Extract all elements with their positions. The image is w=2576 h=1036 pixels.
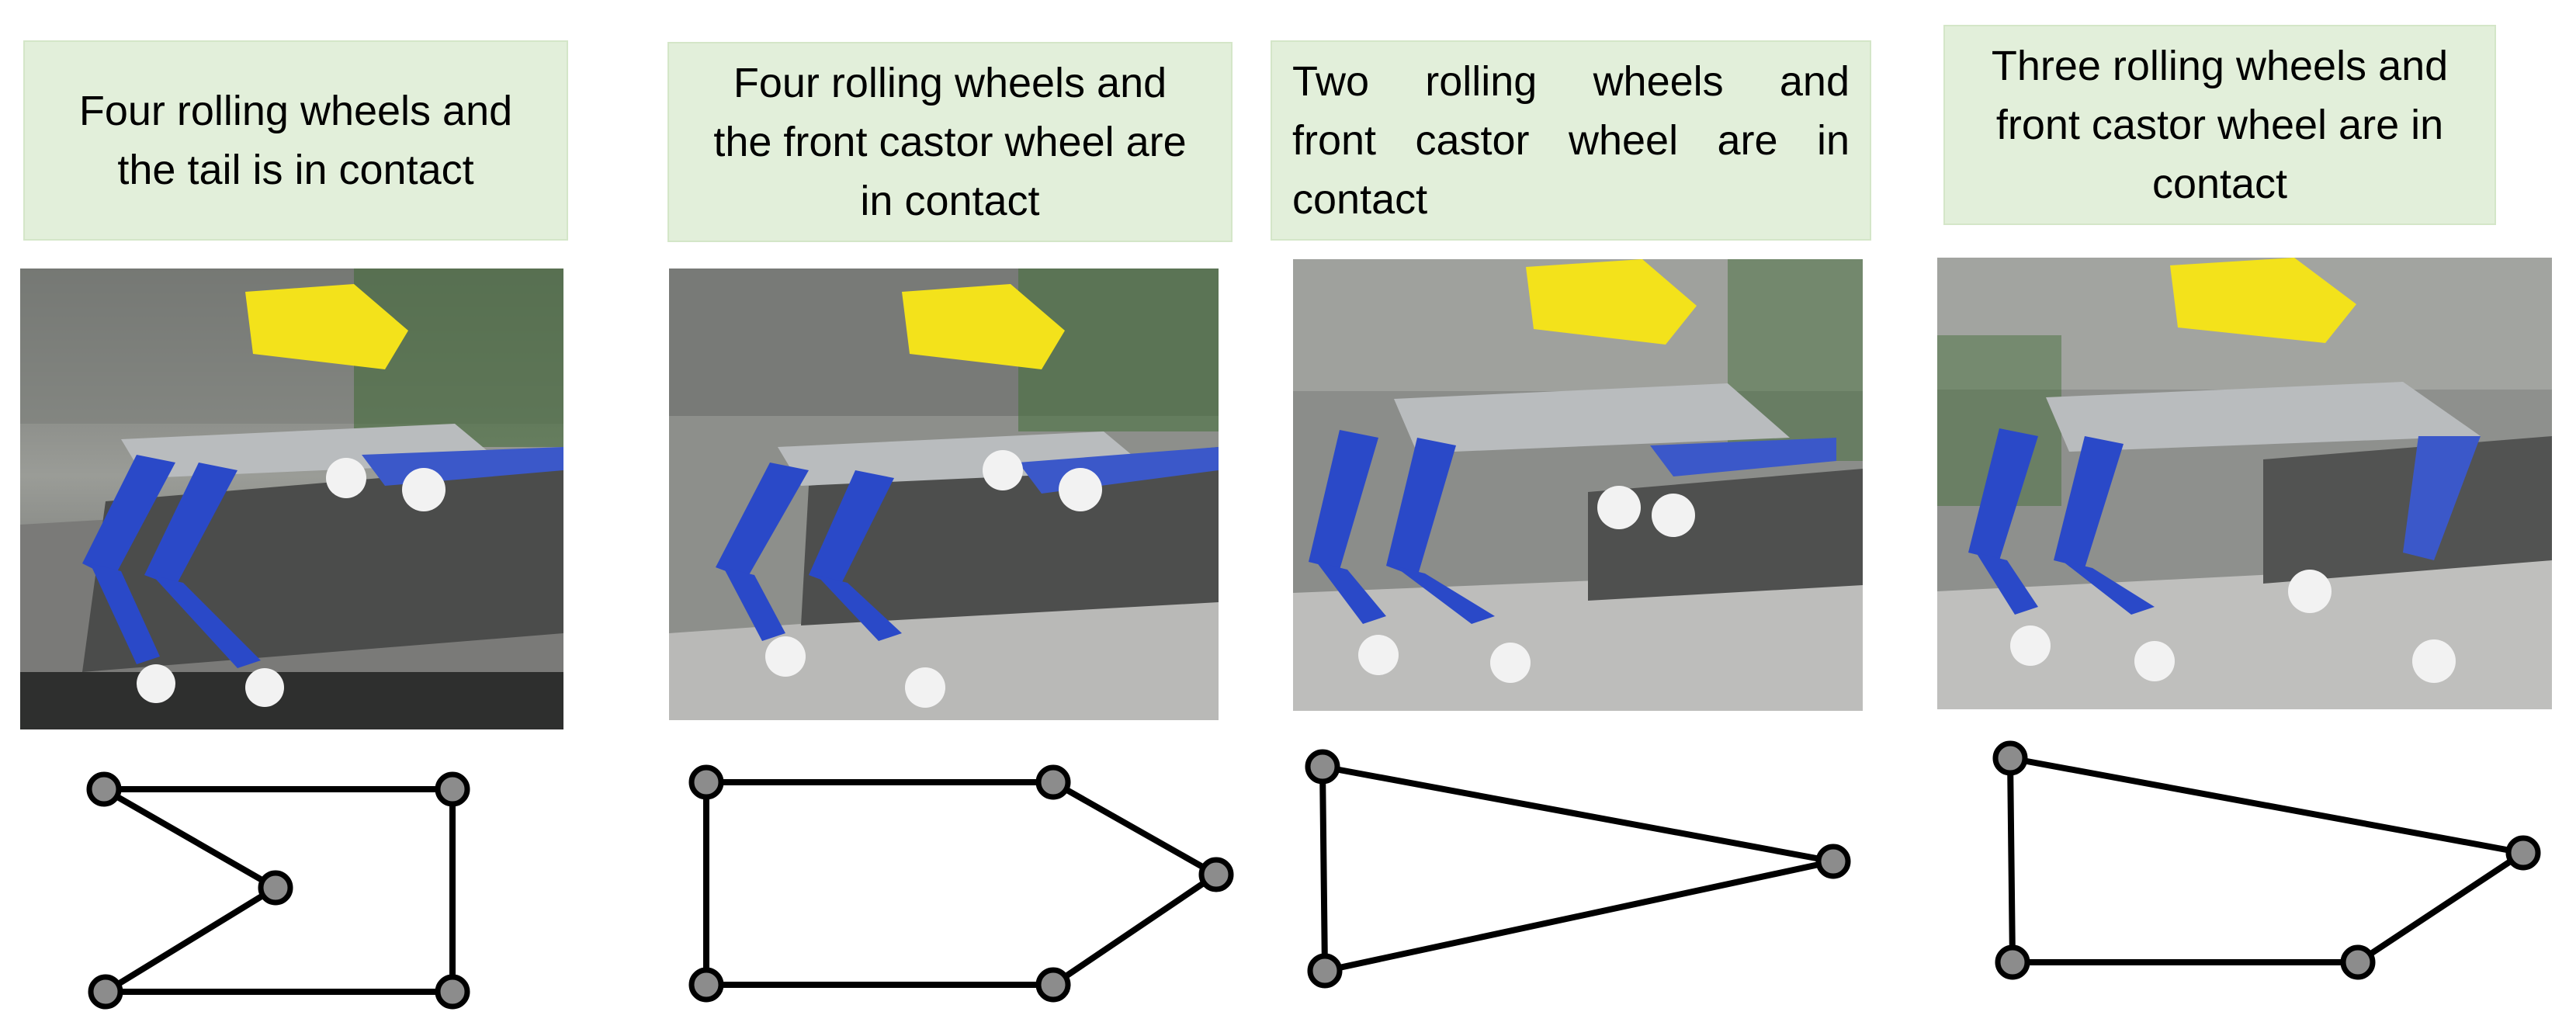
contact-point: [86, 771, 122, 807]
caption-line: in contact: [860, 178, 1040, 224]
contact-point: [435, 771, 470, 807]
caption-line: Three rolling wheels and: [1991, 43, 2449, 89]
robot-photo-panel-2: [669, 269, 1219, 720]
caption-word: are: [1717, 117, 1778, 164]
contact-point: [1035, 764, 1071, 800]
caption-word: in: [1816, 117, 1850, 164]
caption-word: wheel: [1568, 117, 1679, 164]
caption-panel-2: Four rolling wheels and the front castor…: [667, 42, 1233, 242]
caption-word: Two: [1292, 58, 1370, 105]
caption-panel-3: Two rolling wheels and front castor whee…: [1271, 40, 1871, 241]
contact-point: [1305, 749, 1340, 785]
polygon-edges: [101, 786, 456, 995]
robot-photo-panel-4: [1937, 258, 2552, 709]
robot-photo-panel-3: [1293, 259, 1863, 711]
caption-line: the tail is in contact: [117, 147, 474, 193]
caption-panel-1: Four rolling wheels and the tail is in c…: [23, 40, 568, 241]
caption-line: the front castor wheel are: [713, 119, 1187, 165]
caption-line: Four rolling wheels and: [733, 60, 1167, 106]
contact-point: [1995, 944, 2030, 980]
caption-panel-4: Three rolling wheels and front castor wh…: [1943, 25, 2496, 225]
caption-line: Four rolling wheels and: [78, 88, 513, 134]
contact-point: [1035, 967, 1071, 1003]
contact-point: [688, 967, 724, 1003]
contact-point: [688, 764, 724, 800]
caption-line: contact: [2151, 161, 2288, 207]
caption-line: Two rolling wheels and: [1292, 52, 1850, 111]
contact-point: [1307, 953, 1343, 989]
contact-point: [2340, 944, 2376, 980]
robot-photo-panel-1: [20, 269, 563, 729]
polygon-edges: [2007, 755, 2526, 965]
caption-word: and: [1779, 58, 1850, 105]
caption-word: castor: [1415, 117, 1530, 164]
contact-point: [1815, 844, 1851, 879]
contact-point: [88, 974, 123, 1010]
contact-point: [258, 870, 293, 906]
contact-point: [1198, 857, 1234, 892]
contact-point: [2505, 835, 2541, 871]
caption-word: rolling: [1425, 58, 1538, 105]
contact-point: [435, 974, 470, 1010]
caption-line: front castor wheel are in: [1292, 111, 1850, 170]
caption-line: contact: [1292, 170, 1850, 229]
caption-line: front castor wheel are in: [1995, 102, 2444, 148]
contact-point: [1992, 740, 2028, 776]
caption-word: front: [1292, 117, 1377, 164]
caption-word: contact: [1292, 176, 1428, 223]
caption-word: wheels: [1593, 58, 1724, 105]
polygon-edges: [1319, 764, 1836, 974]
polygon-edges: [703, 779, 1219, 988]
